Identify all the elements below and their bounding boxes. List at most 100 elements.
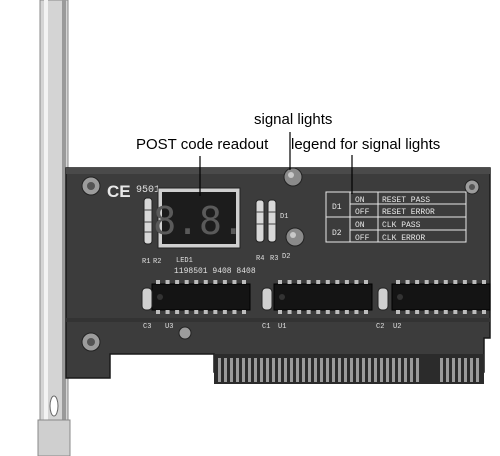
connector-finger <box>338 358 341 382</box>
callout-post-code: POST code readout <box>136 136 269 153</box>
connector-finger <box>464 358 467 382</box>
label-r2: R2 <box>153 258 161 266</box>
connector-finger <box>470 358 473 382</box>
connector-finger <box>404 358 407 382</box>
led-d1 <box>283 167 303 187</box>
chip-pin <box>316 310 321 314</box>
label-c1: C1 <box>262 323 270 331</box>
label-r4: R4 <box>256 255 264 263</box>
chip-pin <box>364 280 368 284</box>
chip-pin <box>443 310 448 314</box>
connector-finger <box>302 358 305 382</box>
connector-finger <box>254 358 257 382</box>
mounting-bracket <box>37 0 71 456</box>
led-d2 <box>285 227 305 247</box>
label-r3: R3 <box>270 255 278 263</box>
chip-pin <box>156 280 160 284</box>
connector-finger <box>278 358 281 382</box>
chip-pin <box>424 310 429 314</box>
chip-pin <box>213 280 218 284</box>
legend-meaning: CLK PASS <box>382 221 421 230</box>
chip-pin <box>242 280 246 284</box>
label-c2: C2 <box>376 323 384 331</box>
connector-finger <box>368 358 371 382</box>
legend-meaning: CLK ERROR <box>382 234 425 243</box>
chip-pin <box>462 280 467 284</box>
legend-state: OFF <box>355 234 370 243</box>
connector-finger <box>266 358 269 382</box>
legend-meaning: RESET PASS <box>382 196 430 205</box>
model-print: 9501 <box>136 185 160 196</box>
chip-pin <box>424 280 429 284</box>
chip-pin <box>165 310 170 314</box>
chip-pin <box>165 280 170 284</box>
connector-finger <box>296 358 299 382</box>
connector-finger <box>380 358 383 382</box>
connector-finger <box>290 358 293 382</box>
chip-pin <box>434 280 439 284</box>
connector-finger <box>326 358 329 382</box>
chip-pin <box>364 310 368 314</box>
chip-pin <box>194 280 199 284</box>
connector-finger <box>314 358 317 382</box>
chip-u3 <box>151 280 251 314</box>
connector-finger <box>440 358 443 382</box>
connector-finger <box>416 358 419 382</box>
connector-finger <box>260 358 263 382</box>
chip-pin <box>472 280 477 284</box>
chip-pin <box>344 280 349 284</box>
connector-finger <box>308 358 311 382</box>
edge-connector <box>214 354 484 384</box>
connector-finger <box>284 358 287 382</box>
chip-pin <box>482 280 486 284</box>
label-u1: U1 <box>278 323 286 331</box>
chip-pin <box>462 310 467 314</box>
legend-state: ON <box>355 221 365 230</box>
connector-finger <box>458 358 461 382</box>
connector-finger <box>350 358 353 382</box>
label-c3: C3 <box>143 323 151 331</box>
connector-finger <box>320 358 323 382</box>
chip-pin <box>213 310 218 314</box>
chip-pin <box>405 280 410 284</box>
chip-pin <box>232 310 237 314</box>
chip-pin <box>203 280 208 284</box>
connector-finger <box>446 358 449 382</box>
chip-pin <box>354 280 359 284</box>
legend-state: ON <box>355 196 365 205</box>
connector-finger <box>392 358 395 382</box>
capacitor-c2 <box>377 287 389 311</box>
chip-pin <box>156 310 160 314</box>
chip-pin <box>396 310 400 314</box>
connector-finger <box>476 358 479 382</box>
chip-pin <box>325 310 330 314</box>
chip-pin <box>405 310 410 314</box>
screw-top <box>81 176 101 196</box>
label-led1: LED1 <box>176 257 193 265</box>
serial-print: 1198501 9408 8408 <box>174 267 256 276</box>
chip-pin <box>306 280 311 284</box>
legend-led: D1 <box>332 203 342 212</box>
connector-finger <box>452 358 455 382</box>
callout-legend: legend for signal lights <box>291 136 441 153</box>
capacitor-c3 <box>141 287 153 311</box>
connector-finger <box>230 358 233 382</box>
chip-pin <box>306 310 311 314</box>
chip-pin <box>232 280 237 284</box>
label-d1: D1 <box>280 213 288 221</box>
chip-pin <box>297 280 302 284</box>
chip-pin <box>335 310 340 314</box>
resistor-r4 <box>255 199 265 243</box>
connector-finger <box>248 358 251 382</box>
chip-pin <box>203 310 208 314</box>
legend-state: OFF <box>355 208 370 217</box>
screw-bottom <box>81 332 101 352</box>
label-d2: D2 <box>282 253 290 261</box>
chip-pin <box>194 310 199 314</box>
chip-pin <box>222 280 227 284</box>
chip-pin <box>287 280 292 284</box>
label-r1: R1 <box>142 258 150 266</box>
chip-pin <box>344 310 349 314</box>
